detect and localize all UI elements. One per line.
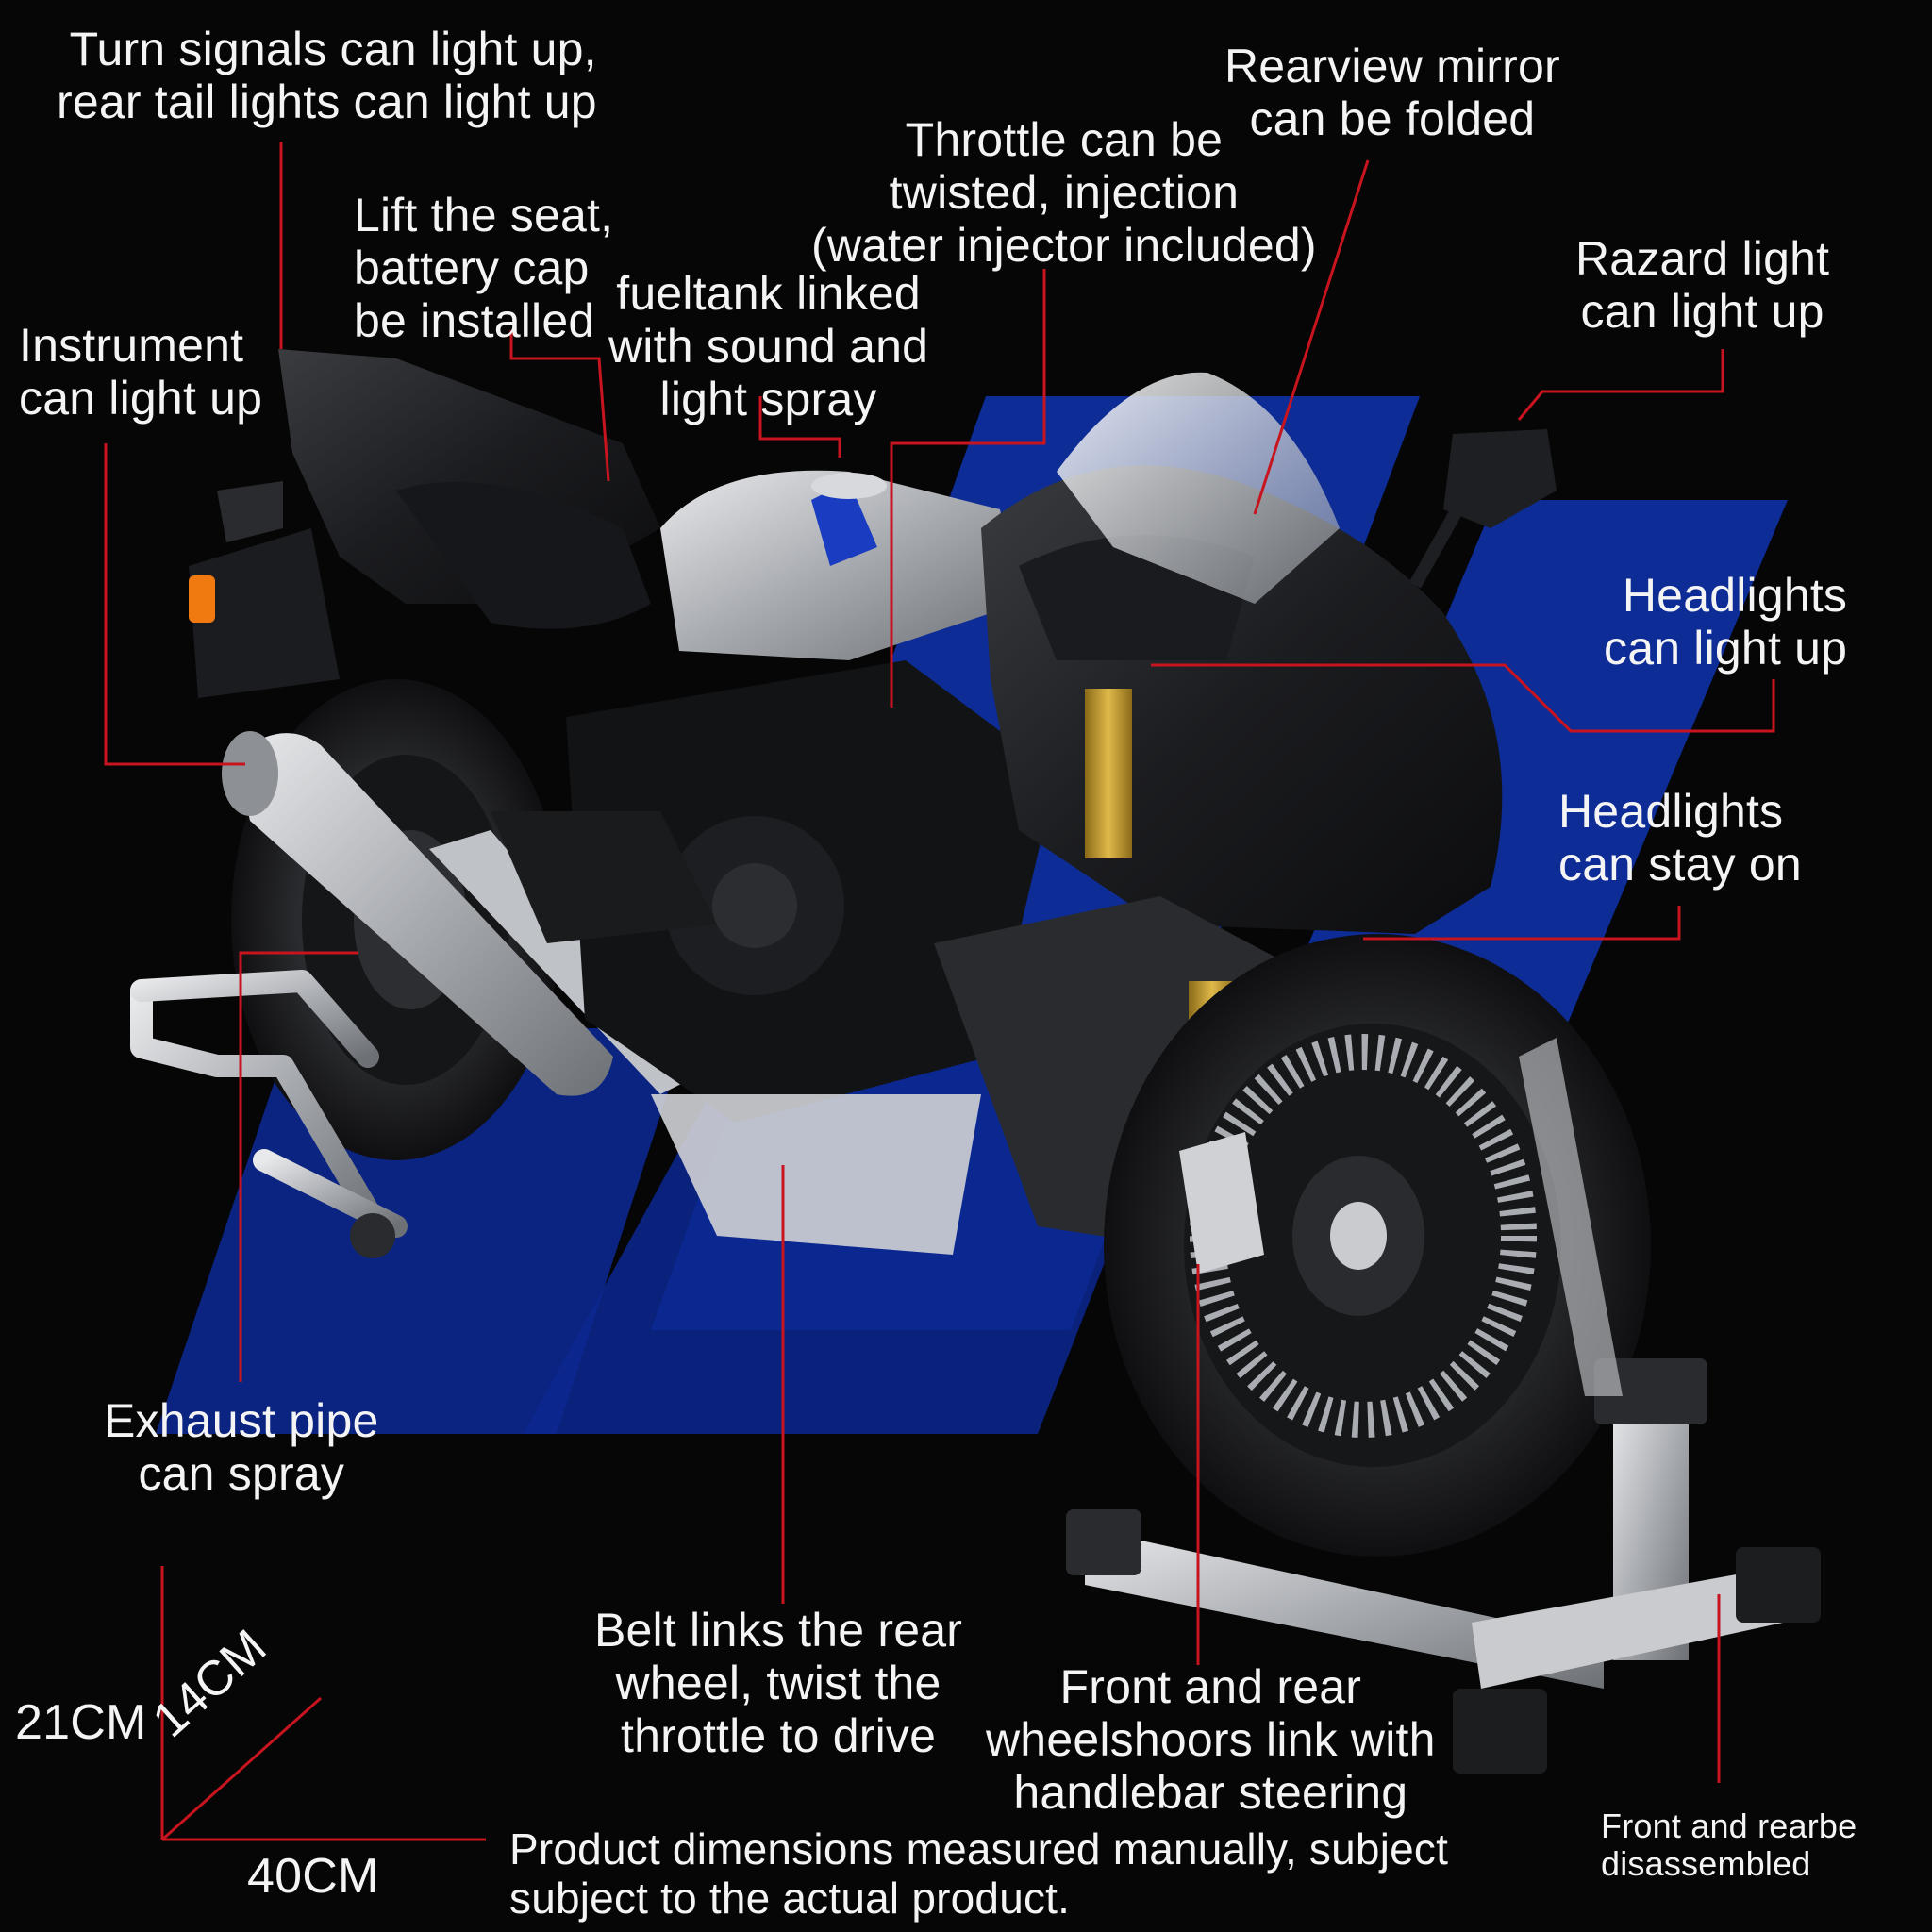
callout-fuel-tank: fueltank linked with sound and light spr… — [608, 267, 929, 425]
callout-stands: Front and rearbe disassembled — [1601, 1807, 1857, 1883]
leader-mirror — [1253, 159, 1370, 515]
tail-and-seat — [189, 349, 660, 698]
callout-hazard-light: Razard light can light up — [1575, 232, 1830, 338]
leader-exhaust — [239, 951, 358, 1382]
rear-turn-signal-icon — [189, 575, 215, 623]
dimension-note: Product dimensions measured manually, su… — [509, 1824, 1449, 1923]
front-stand — [1066, 1038, 1821, 1774]
engine-block — [491, 660, 1057, 1255]
fuel-tank — [660, 470, 1019, 660]
callout-belt: Belt links the rear wheel, twist the thr… — [594, 1604, 963, 1762]
leader-headlights-light — [1151, 663, 1775, 733]
rearview-mirror — [1408, 429, 1557, 589]
leader-instrument — [104, 443, 245, 766]
leader-headlights-stay — [1363, 906, 1681, 941]
callout-instrument: Instrument can light up — [19, 319, 263, 425]
front-wheel — [1104, 934, 1651, 1557]
callout-lift-seat: Lift the seat, battery cap be installed — [354, 189, 614, 347]
callout-throttle: Throttle can be twisted, injection (wate… — [811, 113, 1317, 272]
leader-lines — [104, 142, 1775, 1841]
callout-rearview-mirror: Rearview mirror can be folded — [1224, 40, 1560, 145]
dimension-width-line — [161, 1696, 322, 1841]
callout-exhaust: Exhaust pipe can spray — [104, 1394, 379, 1500]
leader-throttle — [890, 269, 1046, 708]
dimension-length: 40CM — [247, 1849, 379, 1904]
dimension-height: 21CM — [15, 1695, 147, 1750]
leader-hazard — [1517, 349, 1724, 421]
windscreen — [1057, 372, 1340, 604]
rear-stand-foot — [350, 1213, 395, 1258]
callout-turn-signals: Turn signals can light up, rear tail lig… — [57, 23, 597, 128]
callout-headlights-light: Headlights can light up — [1604, 569, 1848, 675]
callout-headlights-stay: Headlights can stay on — [1558, 785, 1802, 891]
leader-fuel-tank — [758, 396, 841, 458]
leader-lift-seat — [509, 330, 610, 482]
callout-wheel-shoes: Front and rear wheelshoors link with han… — [986, 1660, 1436, 1819]
